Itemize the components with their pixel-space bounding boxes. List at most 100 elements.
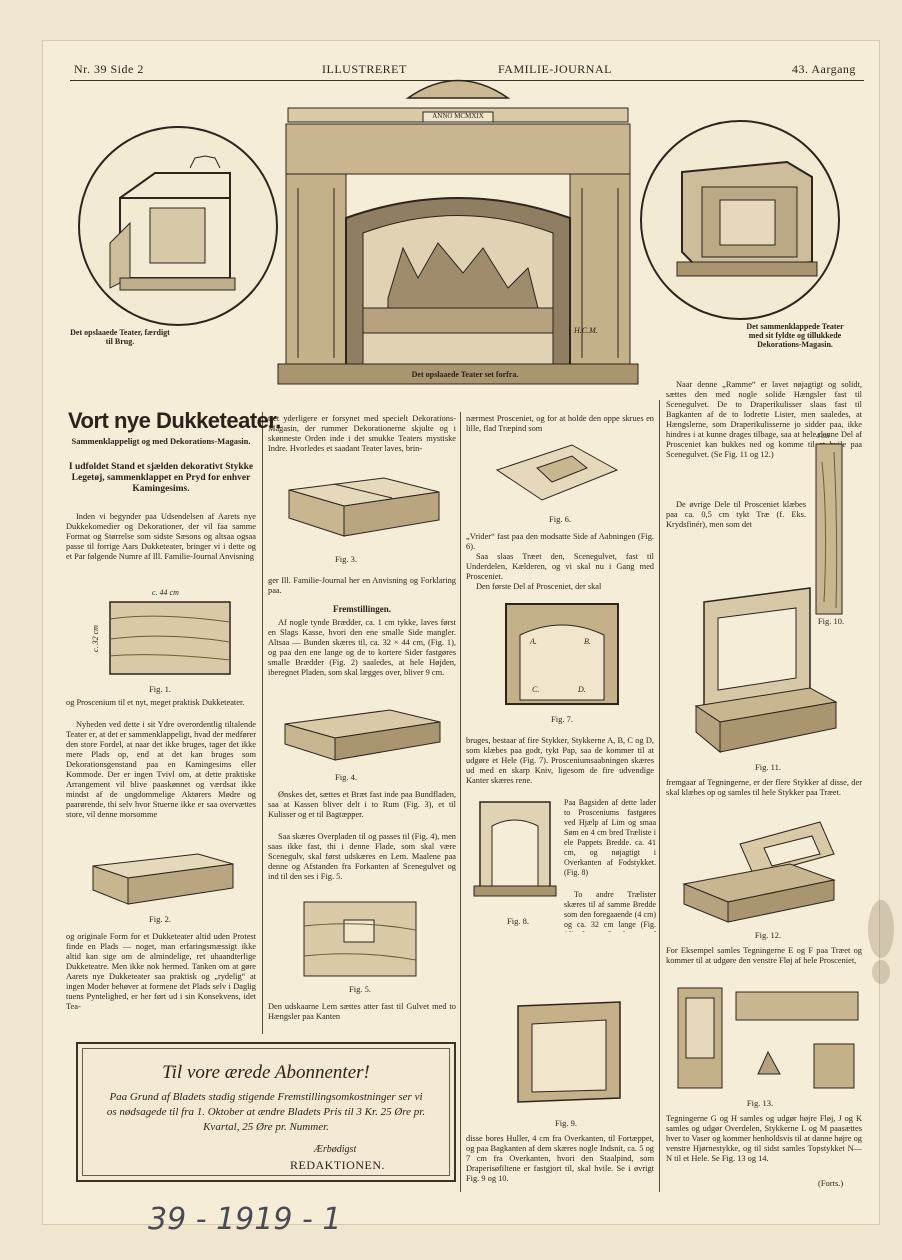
figure-12 [680,814,840,926]
col3-paragraph-2: „Vrider“ fast paa den modsatte Side af A… [466,532,654,551]
theater-front-drawing [277,79,639,385]
masthead-right: FAMILIE-JOURNAL [498,62,612,76]
col1-paragraph-4: og originale Form for et Dukketeater alt… [66,932,256,1011]
figure-9 [510,998,630,1118]
proscenium-parts-drawing [677,987,859,1089]
col2-paragraph-4: Ønskes det, sættes et Bræt fast inde paa… [268,790,456,819]
col2-paragraph-5: Saa skæres Overpladen til og passes til … [268,832,456,881]
col3-paragraph-4: Den første Del af Prosceniet, der skal [476,582,602,591]
fig-13-caption: Fig. 13. [746,1098,774,1108]
figure-11 [690,582,840,758]
fig-7-caption: Fig. 7. [551,714,573,724]
dim-4-label: 4 cm [816,432,830,440]
notice-inner-border [82,1048,450,1176]
open-theater-circle [78,126,278,326]
col4-paragraph-5: Tegningerne G og H samles og udgør højre… [666,1114,862,1163]
col1-paragraph-1: Inden vi begynder paa Udsendelsen af Aar… [66,512,256,561]
hinged-lid-drawing [495,444,619,501]
frame-back-drawing [473,801,557,897]
figure-8 [470,796,560,914]
frame-assembly-drawing [517,1001,621,1103]
fig-5-caption: Fig. 5. [349,984,371,994]
col1-paragraph-2: og Proscenium til et nyt, meget praktisk… [66,698,245,707]
svg-text:B.: B. [584,637,591,646]
handwritten-note: 39 - 1919 - 1 [148,1202,342,1237]
svg-text:D.: D. [577,685,586,694]
fig-11-caption: Fig. 11. [755,762,781,772]
fig-3-caption: Fig. 3. [335,554,357,564]
anno-plaque: ANNO MCMXIX [432,112,484,120]
board-drawing [109,601,231,675]
wood-strip-drawing [815,443,843,615]
col2-paragraph-6: Den udskaarne Lem sættes atter fast til … [268,1002,456,1021]
fig-12-caption: Fig. 12. [754,930,782,940]
covered-box-drawing [284,709,441,761]
notice-signature: REDAKTIONEN. [290,1158,385,1172]
volume-label: 43. Aargang [792,62,856,76]
svg-text:A.: A. [529,637,537,646]
folded-frame-drawing [682,821,836,923]
figure-13 [672,978,862,1096]
divided-box-drawing [288,477,440,537]
figure-1: c. 44 cm c. 32 cm [91,588,236,678]
section-heading: Fremstillingen. [332,604,392,614]
box-drawing [92,853,234,905]
main-theater-illustration: ANNO MCMXIX H.C.M. [268,68,648,386]
fig-10-caption: Fig. 10. [817,616,845,626]
fig-2-caption: Fig. 2. [149,914,171,924]
column-rule-1 [262,412,263,1034]
col4-paragraph-4: For Eksempel samles Tegningerne E og F p… [666,946,862,965]
col2-paragraph-3: Af nogle tynde Brædder, ca. 1 cm tykke, … [268,618,456,677]
column-rule-3 [659,400,660,1192]
dim-32-label: c. 32 cm [90,625,100,652]
figure-2 [88,844,238,910]
fig-4-caption: Fig. 4. [335,772,357,782]
continued-label: (Forts.) [818,1178,844,1188]
stage-floor-drawing [303,901,417,977]
notice-title: Til vore ærede Abonnenter! [162,1062,370,1083]
figure-10: 4 cm [806,432,856,620]
col4-paragraph-3: fremgaar af Tegningerne, er der flere St… [666,778,862,797]
col3-paragraph-6: Paa Bagsiden af dette lader to Prosceniu… [564,798,656,877]
fig-6-caption: Fig. 6. [549,514,571,524]
fig-9-caption: Fig. 9. [555,1118,577,1128]
subscriber-notice: Til vore ærede Abonnenter! Paa Grund af … [76,1042,456,1182]
paper-stain [868,900,894,958]
figure-3 [284,470,444,550]
notice-greeting: Ærbødigst [314,1144,357,1155]
col3-paragraph-8: disse bores Huller, 4 cm fra Overkanten,… [466,1134,654,1183]
closed-theater-circle [640,120,840,320]
article-subtitle-2: I udfoldet Stand et sjælden dekorativt S… [68,462,254,494]
masthead-left: ILLUSTRERET [322,62,407,76]
closed-theater-illustration [676,160,818,277]
artist-signature: H.C.M. [574,326,598,335]
col3-paragraph-5: bruges, bestaar af fire Stykker, Stykker… [466,736,654,785]
paper-stain [872,960,890,984]
article-subtitle-1: Sammenklappeligt og med Dekorations-Maga… [71,436,251,446]
figure-5 [300,896,420,980]
col3-paragraph-7a: To andre Trælister skæres til af samme B… [564,890,656,932]
left-circle-caption: Det opslaaede Teater, færdigt til Brug. [70,328,170,346]
proscenium-drawing: A. B. C. D. [505,603,619,705]
col3-paragraph-3: Saa slaas Træet den, Scenegulvet, fast t… [466,552,654,581]
article-title: Vort nye Dukketeater. [68,408,281,433]
dim-44-label: c. 44 cm [152,588,179,597]
issue-number: Nr. 39 Side 2 [74,62,144,76]
figure-7: A. B. C. D. [502,600,622,710]
col2-paragraph-1: tret yderligere er forsynet med specielt… [268,414,456,453]
right-circle-caption: Det sammenklappede Teater med sit fyldte… [746,322,844,349]
col2-paragraph-2: ger Ill. Familie-Journal her en Anvisnin… [268,576,456,595]
open-frame-drawing [694,587,838,754]
col1-paragraph-3: Nyheden ved dette i sit Ydre overordentl… [66,720,256,819]
main-caption: Det opslaaede Teater set forfra. [411,370,519,379]
figure-6 [492,440,622,510]
figure-4 [280,702,445,770]
col4-paragraph-2: De øvrige Dele til Prosceniet klæbes paa… [666,500,806,529]
col4-paragraph-1: Naar denne „Ramme“ er lavet nøjagtigt og… [666,380,862,459]
fig-8-caption: Fig. 8. [507,916,529,926]
svg-text:C.: C. [532,685,539,694]
notice-body: Paa Grund af Bladets stadig stigende Fre… [106,1091,426,1133]
column-rule-2 [460,412,461,1192]
open-theater-illustration [109,155,236,291]
